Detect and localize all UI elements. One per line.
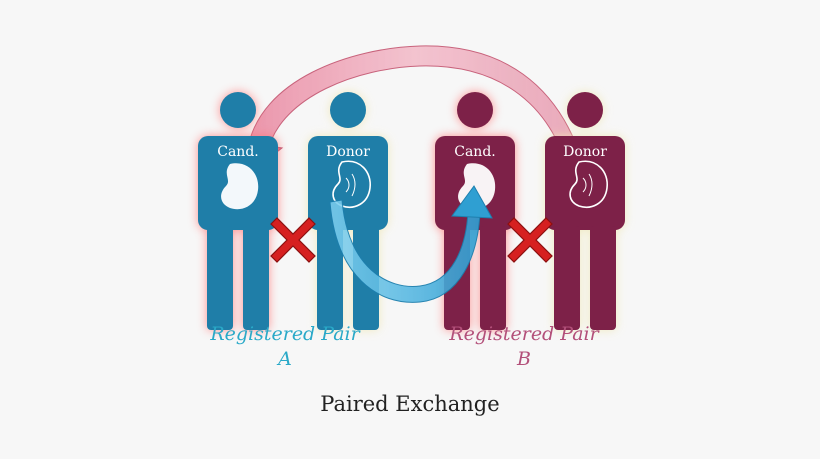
pair-b-title: Registered Pair bbox=[449, 323, 599, 345]
kidney-icon bbox=[332, 160, 372, 208]
pair-b-label: Registered Pair B bbox=[424, 322, 624, 372]
figure-b-candidate: Cand. bbox=[435, 92, 515, 330]
blue-arrow-icon bbox=[329, 185, 493, 303]
pair-a-label: Registered Pair A bbox=[185, 322, 385, 372]
figure-a-candidate: Cand. bbox=[198, 92, 278, 330]
pink-arrow-icon bbox=[231, 45, 586, 179]
figure-label: Cand. bbox=[217, 144, 259, 160]
kidney-icon bbox=[569, 160, 609, 208]
figure-b-donor: Donor bbox=[545, 92, 625, 330]
red-x-icon bbox=[507, 217, 553, 263]
figure-label: Donor bbox=[563, 144, 607, 160]
figure-label: Donor bbox=[326, 144, 370, 160]
diagram-caption: Paired Exchange bbox=[320, 392, 500, 416]
pair-a-title: Registered Pair bbox=[210, 323, 360, 345]
red-x-icon bbox=[270, 217, 316, 263]
figure-a-donor: Donor bbox=[308, 92, 388, 330]
pair-a-letter: A bbox=[278, 348, 292, 370]
pair-b-letter: B bbox=[517, 348, 531, 370]
figure-label: Cand. bbox=[454, 144, 496, 160]
